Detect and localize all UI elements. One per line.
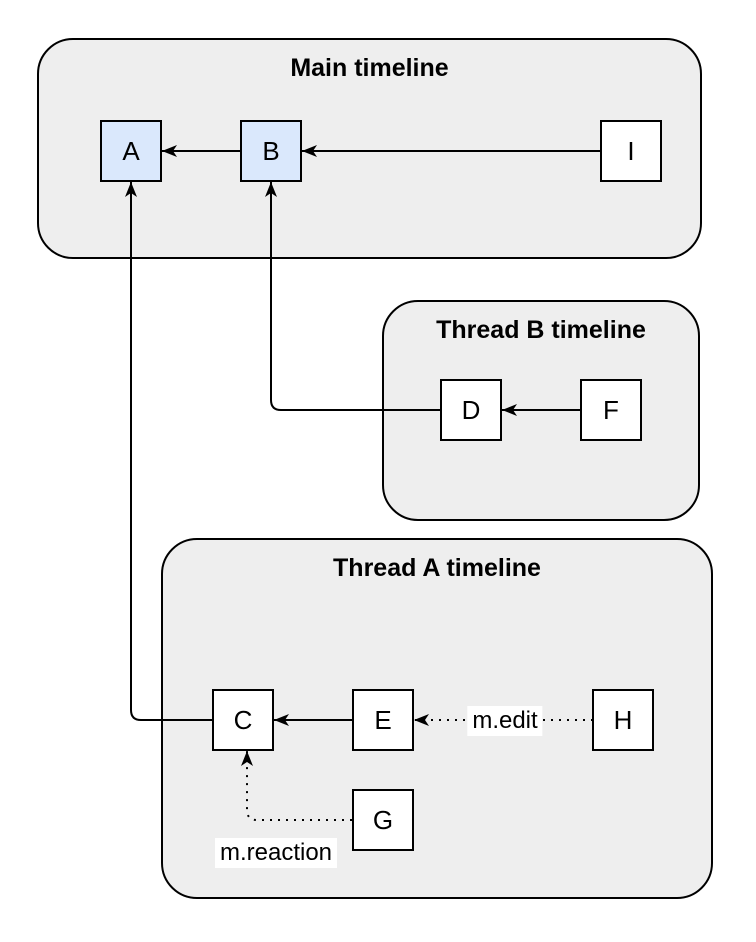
event-node-d: D [440,379,502,441]
event-node-e: E [352,689,414,751]
thread-b-timeline-title: Thread B timeline [436,316,646,344]
edge-label-m-reaction: m.reaction [214,838,338,868]
thread-a-timeline-title: Thread A timeline [333,554,541,582]
event-node-i: I [600,120,662,182]
event-node-c: C [212,689,274,751]
event-node-g: G [352,789,414,851]
event-node-b: B [240,120,302,182]
event-node-a: A [100,120,162,182]
event-node-h: H [592,689,654,751]
thread-b-timeline-container: Thread B timeline [382,300,700,521]
main-timeline-title: Main timeline [290,54,449,82]
edge-label-m-edit: m.edit [467,706,543,736]
event-node-f: F [580,379,642,441]
